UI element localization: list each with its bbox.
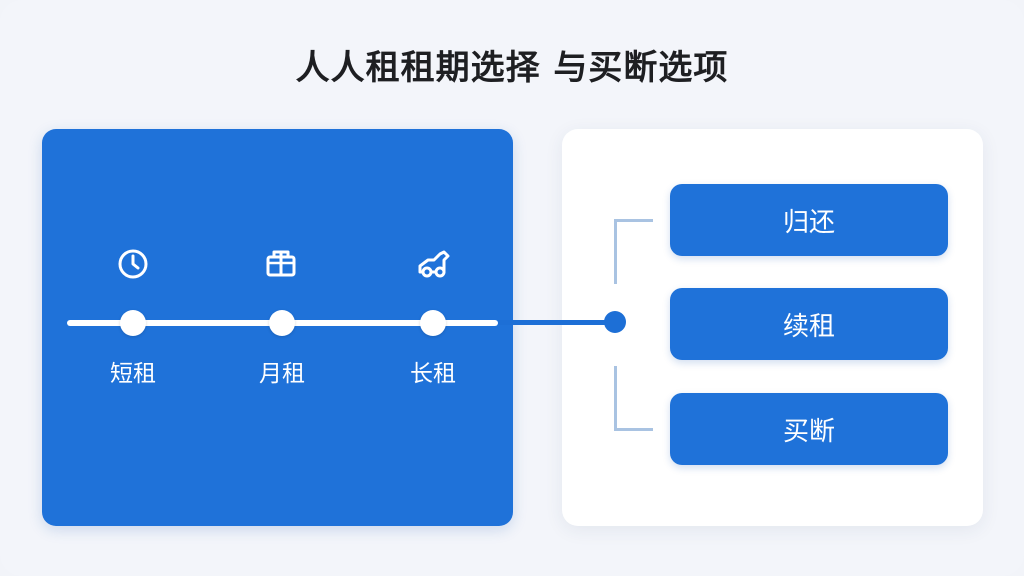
period-label-short-term: 短租 (110, 361, 156, 387)
return-button[interactable]: 归还 (670, 184, 948, 256)
bracket-top (614, 219, 653, 284)
car-icon (416, 246, 452, 282)
package-icon (263, 246, 299, 282)
connector-line (498, 320, 616, 325)
clock-icon (115, 246, 151, 282)
page-title: 人人租租期选择 与买断选项 (295, 48, 729, 88)
timeline-node-monthly[interactable] (269, 310, 295, 336)
renew-lease-button[interactable]: 续租 (670, 288, 948, 360)
bracket-bottom (614, 366, 653, 431)
timeline-node-long-term[interactable] (420, 310, 446, 336)
connector-node (604, 311, 626, 333)
period-label-monthly: 月租 (259, 361, 305, 387)
buyout-button[interactable]: 买断 (670, 393, 948, 465)
period-label-long-term: 长租 (410, 361, 456, 387)
timeline-node-short-term[interactable] (120, 310, 146, 336)
